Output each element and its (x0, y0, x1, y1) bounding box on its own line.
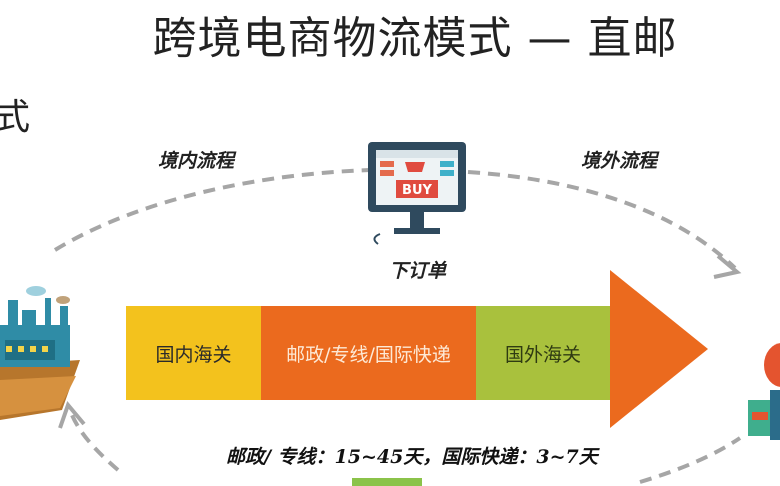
foreign-customs-segment: 国外海关 (476, 306, 610, 400)
return-arc-left (68, 409, 120, 472)
domestic-customs-segment: 国内海关 (126, 306, 261, 400)
shopper-icon (748, 343, 780, 440)
package-icon (352, 478, 422, 486)
return-arrowhead (58, 401, 86, 429)
domestic-flow-label: 境内流程 (158, 150, 235, 172)
computer-buy-icon: BUY (368, 142, 466, 245)
page-title: 跨境电商物流模式 — 直邮 (152, 13, 678, 64)
domestic-flow-arc (53, 168, 371, 252)
factory-icon (0, 286, 80, 420)
return-arc-right (639, 436, 742, 484)
left-cut-text: 式 (0, 97, 31, 138)
buy-text: BUY (402, 183, 432, 198)
pipeline-arrowhead (610, 270, 708, 428)
place-order-label: 下订单 (389, 260, 447, 282)
overseas-flow-arc (467, 170, 737, 270)
shipping-method-segment: 邮政/专线/国际快递 (261, 306, 476, 400)
timing-note: 邮政/ 专线：15~45天，国际快递：3~7天 (226, 446, 598, 468)
overseas-flow-arrowhead (713, 254, 742, 279)
overseas-flow-label: 境外流程 (581, 150, 658, 172)
